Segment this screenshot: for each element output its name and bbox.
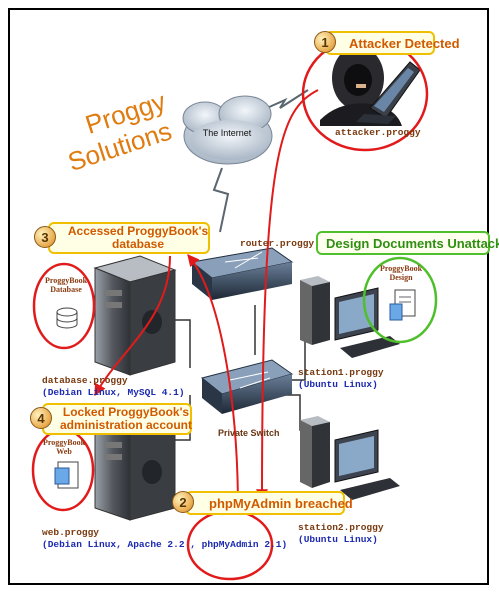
callout-1-text: Attacker Detected: [349, 35, 460, 51]
callout-4-line2: administration account: [59, 418, 193, 432]
design-icon-label: ProggyBook Design: [376, 264, 426, 282]
db-icon-label-line1: ProggyBook: [44, 276, 88, 285]
router-hostname: router.proggy: [240, 238, 315, 249]
callout-2-text: phpMyAdmin breached: [209, 495, 353, 511]
callout-design-unattacked: Design Documents Unattacked: [316, 231, 499, 255]
database-highlight-circle: [32, 262, 96, 350]
private-switch-icon: [200, 359, 294, 414]
private-switch-label: Private Switch: [218, 428, 280, 438]
internet-label: The Internet: [202, 128, 252, 138]
step-3-badge: 3: [34, 226, 56, 248]
database-os: (Debian Linux, MySQL 4.1): [42, 387, 185, 398]
router-link-bolt-icon: [212, 167, 230, 233]
callout-phpmyadmin-breached: phpMyAdmin breached: [185, 491, 353, 515]
station2-os: (Ubuntu Linux): [298, 534, 378, 545]
db-icon-label-line2: Database: [50, 285, 82, 294]
callout-accessed-database: Accessed ProggyBook's database: [48, 222, 210, 254]
callout-locked-admin: Locked ProggyBook's administration accou…: [42, 403, 192, 435]
station1-os: (Ubuntu Linux): [298, 379, 378, 390]
database-hostname: database.proggy: [42, 375, 128, 386]
internet-link-bolt-icon: [257, 89, 309, 113]
db-icon-label: ProggyBook Database: [42, 276, 90, 294]
internet-cloud-icon: [182, 95, 273, 165]
design-safe-circle: [362, 256, 438, 344]
web-hostname: web.proggy: [42, 527, 100, 538]
design-icon-label-line1: ProggyBook: [379, 264, 423, 273]
web-icon-label-line1: ProggyBook: [42, 438, 86, 447]
step-4-badge: 4: [30, 407, 52, 429]
callout-3-line1: Accessed ProggyBook's: [67, 224, 209, 238]
web-os: (Debian Linux, Apache 2.2 , phpMyAdmin 2…: [42, 539, 288, 550]
database-cylinder-icon: [56, 307, 78, 329]
web-icon-label: ProggyBook Web: [40, 438, 88, 456]
attacker-hostname: attacker.proggy: [335, 127, 421, 138]
callout-4-line1: Locked ProggyBook's: [62, 405, 190, 419]
callout-3-line2: database: [111, 237, 165, 251]
web-document-icon: [54, 461, 79, 489]
station2-hostname: station2.proggy: [298, 522, 384, 533]
design-icon-label-line2: Design: [389, 273, 413, 282]
design-document-icon: [389, 289, 416, 321]
database-server-icon: [93, 255, 177, 376]
callout-attacker-detected: Attacker Detected: [325, 31, 460, 55]
attack-arrow-database-to-web: [94, 255, 171, 397]
attacker-icon: [320, 46, 421, 126]
web-icon-label-line2: Web: [56, 447, 72, 456]
attack-arrow-phpmyadmin-to-database: [187, 254, 239, 511]
router-icon: [190, 247, 294, 300]
step-1-badge: 1: [314, 31, 336, 53]
design-callout-text: Design Documents Unattacked: [326, 235, 499, 251]
station1-computer-icon: [300, 276, 400, 358]
step-2-badge: 2: [172, 491, 194, 513]
attack-arrow-attacker-to-phpmyadmin: [256, 89, 319, 502]
station1-hostname: station1.proggy: [298, 367, 384, 378]
station2-computer-icon: [300, 416, 400, 500]
